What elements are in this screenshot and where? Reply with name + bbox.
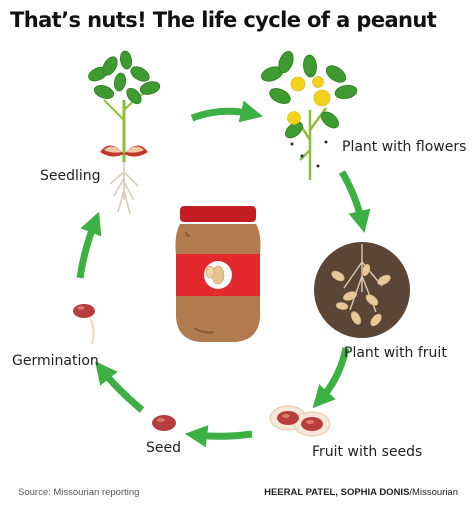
arrow-fruit-seeds-to-seed xyxy=(184,425,253,448)
label-plant-with-fruit: Plant with fruit xyxy=(344,345,447,361)
open-shell-illustration xyxy=(269,405,331,437)
seed-illustration xyxy=(152,415,176,431)
label-fruit-with-seeds: Fruit with seeds xyxy=(312,444,423,460)
arrow-seedling-to-flowers xyxy=(190,100,263,123)
credit-names: HEERAL PATEL, SOPHIA DONIS xyxy=(264,487,410,498)
seedling-illustration xyxy=(88,50,161,215)
label-germination: Germination xyxy=(12,353,99,369)
arrow-fruit-to-fruit-seeds xyxy=(312,347,350,409)
credit-org: /Missourian xyxy=(409,487,458,498)
germinating-seed-illustration xyxy=(73,304,95,345)
label-plant-with-flowers: Plant with flowers xyxy=(342,139,467,155)
credit-line: HEERAL PATEL, SOPHIA DONIS/Missourian xyxy=(264,487,458,498)
flowering-plant-illustration xyxy=(261,51,358,180)
page-title: That’s nuts! The life cycle of a peanut xyxy=(10,8,437,32)
peanut-butter-jar xyxy=(175,206,261,342)
label-seedling: Seedling xyxy=(40,168,101,184)
source-note: Source: Missourian reporting xyxy=(18,487,140,498)
arrow-seed-to-germination xyxy=(95,361,145,413)
cycle-arrows xyxy=(76,100,371,448)
label-seed: Seed xyxy=(146,440,181,456)
arrow-flowers-to-fruit xyxy=(338,170,371,233)
arrow-germination-to-seedling xyxy=(76,211,102,279)
fruiting-plant-illustration xyxy=(314,242,410,338)
